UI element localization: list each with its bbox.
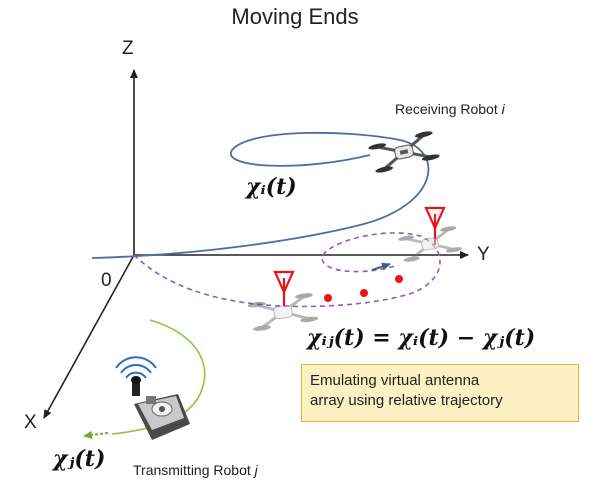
- x-axis: [43, 254, 135, 419]
- drone-icon: [398, 226, 462, 262]
- relative-direction-arrow: [371, 262, 391, 271]
- chi-j-label: χⱼ(t): [53, 446, 106, 472]
- diagram-title: Moving Ends: [231, 4, 359, 29]
- transmitting-robot-label: Transmitting Robot j: [133, 462, 258, 478]
- x-axis-label: X: [24, 412, 37, 433]
- transmitting-robot-text: Transmitting Robot: [133, 462, 255, 478]
- callout-box: Emulating virtual antenna array using re…: [301, 364, 579, 422]
- transmitter-direction-arrow: [83, 431, 109, 439]
- drone-icon: [247, 293, 319, 331]
- relative-trajectory: [133, 232, 441, 308]
- receiving-robot-text: Receiving Robot: [395, 101, 502, 117]
- ground-robot-icon: [131, 376, 190, 440]
- wifi-signal-icon: [115, 356, 157, 379]
- drone-icon: [368, 131, 440, 173]
- y-axis-label: Y: [477, 244, 490, 265]
- virtual-antenna-dot: [395, 275, 403, 283]
- receiver-trajectory: [91, 131, 430, 259]
- callout-line-2: array using relative trajectory: [310, 392, 503, 409]
- antenna-icon: [424, 206, 446, 245]
- virtual-antenna-dot: [360, 289, 368, 297]
- z-axis-label: Z: [122, 38, 134, 59]
- transmitting-robot-index: j: [254, 462, 258, 478]
- antenna-icon: [273, 270, 295, 306]
- virtual-antenna-dot: [324, 294, 332, 302]
- origin-label: 0: [101, 270, 112, 291]
- chi-i-label: χᵢ(t): [246, 174, 297, 200]
- receiving-robot-index: i: [501, 101, 505, 117]
- callout-line-1: Emulating virtual antenna: [310, 372, 480, 389]
- receiving-robot-label: Receiving Robot i: [395, 101, 505, 117]
- relative-trajectory-equation: χᵢⱼ(t) = χᵢ(t) − χⱼ(t): [307, 325, 536, 351]
